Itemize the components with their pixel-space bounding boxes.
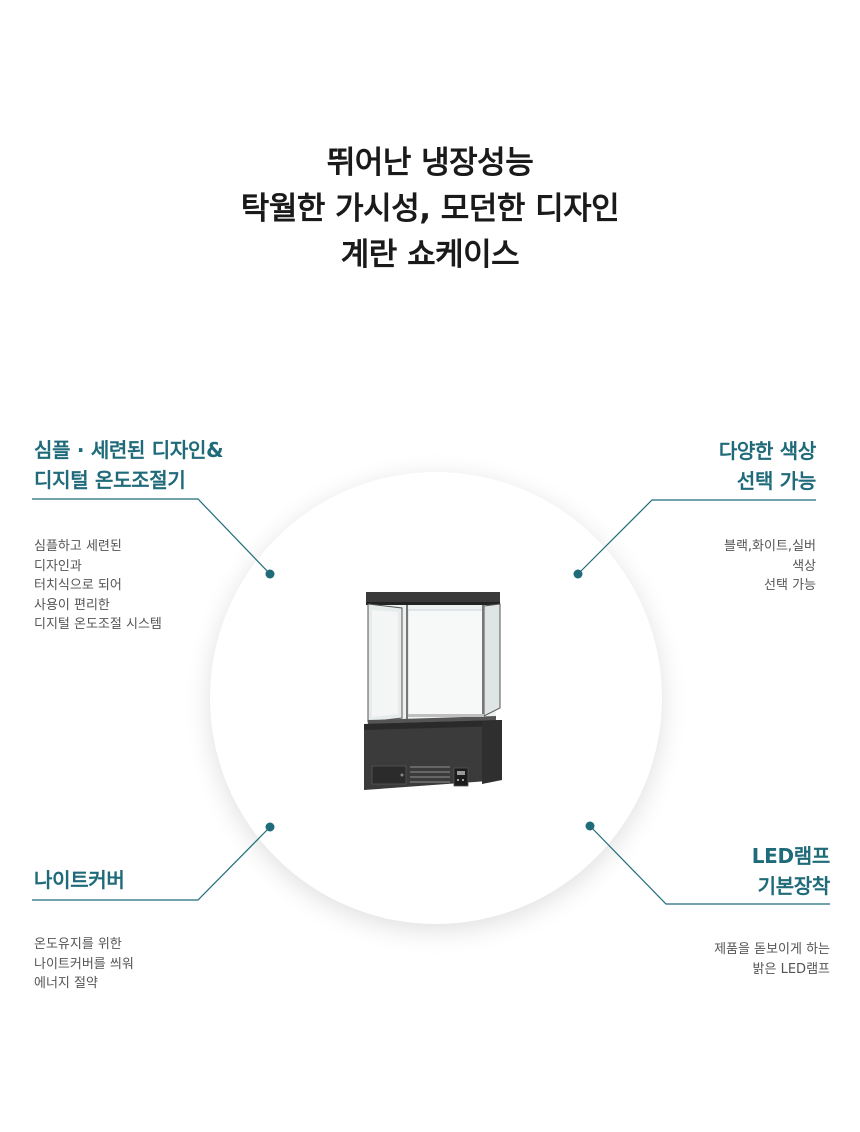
feature-night-cover-desc-line-2: 나이트커버를 씌워 [34, 956, 134, 972]
feature-design-desc-line-2: 디자인과 [34, 558, 82, 574]
feature-design-description: 심플하고 세련된 디자인과 터치식으로 되어 사용이 편리한 디지털 온도조절 … [34, 537, 162, 635]
feature-color-title-line-1: 다양한 색상 [718, 439, 816, 463]
feature-led-title-line-1: LED램프 [751, 844, 831, 868]
feature-design-title-line-2: 디지털 온도조절기 [34, 468, 186, 492]
headline-line-2: 탁월한 가시성, 모던한 디자인 [240, 191, 620, 227]
feature-led-title: LED램프 기본장착 [751, 841, 831, 901]
feature-night-cover-title-line-1: 나이트커버 [34, 868, 125, 892]
headline-line-3: 계란 쇼케이스 [340, 237, 520, 273]
feature-led-desc-line-1: 제품을 돋보이게 하는 [714, 942, 830, 957]
feature-color-desc-line-2: 색상 [792, 558, 816, 574]
feature-color-title-line-2: 선택 가능 [736, 469, 816, 493]
feature-design-desc-line-4: 사용이 편리한 [34, 597, 110, 613]
feature-color-desc-line-3: 선택 가능 [764, 578, 816, 593]
feature-design-title-line-1: 심플 · 세련된 디자인& [34, 438, 224, 462]
feature-design-desc-line-3: 터치식으로 되어 [34, 578, 122, 593]
feature-color-description: 블랙,화이트,실버 색상 선택 가능 [724, 537, 816, 596]
feature-color-desc-line-1: 블랙,화이트,실버 [724, 539, 816, 554]
showcase-product-image [364, 592, 502, 790]
headline-line-1: 뛰어난 냉장성능 [326, 145, 534, 181]
feature-design-desc-line-1: 심플하고 세련된 [34, 539, 122, 554]
headline: 뛰어난 냉장성능 탁월한 가시성, 모던한 디자인 계란 쇼케이스 [0, 140, 860, 278]
feature-night-cover-description: 온도유지를 위한 나이트커버를 씌워 에너지 절약 [34, 935, 134, 994]
feature-design-desc-line-5: 디지털 온도조절 시스템 [34, 617, 162, 632]
feature-night-cover-desc-line-3: 에너지 절약 [34, 976, 98, 991]
feature-led-description: 제품을 돋보이게 하는 밝은 LED램프 [714, 940, 830, 979]
feature-night-cover-title: 나이트커버 [34, 865, 125, 895]
feature-color-title: 다양한 색상 선택 가능 [719, 436, 816, 496]
feature-led-title-line-2: 기본장착 [757, 874, 831, 898]
feature-night-cover-desc-line-1: 온도유지를 위한 [34, 937, 122, 952]
feature-design-title: 심플 · 세련된 디자인& 디지털 온도조절기 [34, 435, 224, 495]
feature-led-desc-line-2: 밝은 LED램프 [752, 961, 830, 977]
